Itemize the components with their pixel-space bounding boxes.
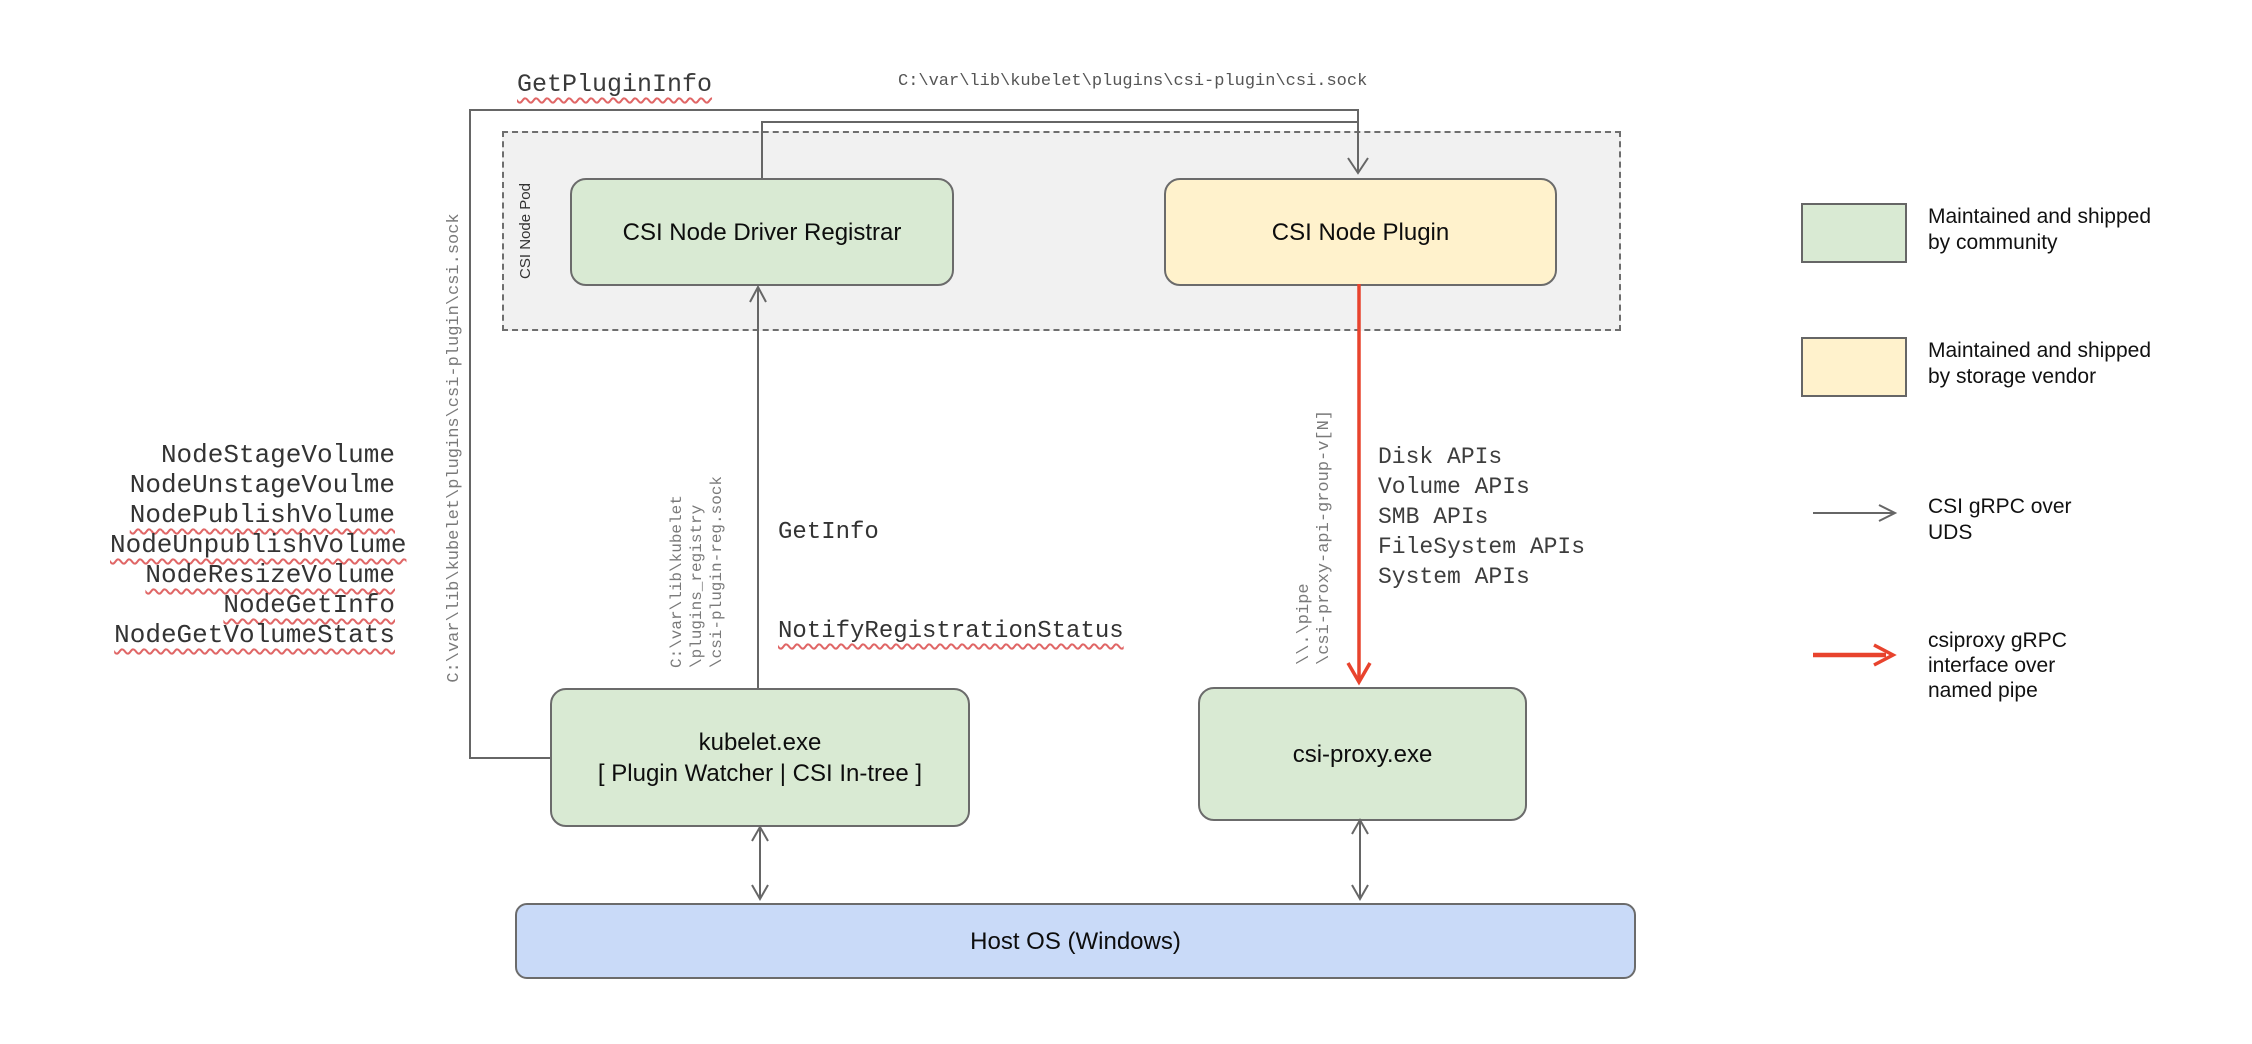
kubelet-hostos-arrow (751, 824, 769, 902)
node-call-item: NodeUnpublishVolume (110, 530, 407, 560)
legend-pipe-line1: csiproxy gRPC (1928, 629, 2067, 652)
named-pipe-arrow (1346, 284, 1372, 686)
legend-uds-line1: CSI gRPC over (1928, 495, 2072, 518)
legend-vendor-line2: by storage vendor (1928, 365, 2097, 388)
legend-pipe-label: csiproxy gRPC interface over named pipe (1928, 628, 2067, 703)
api-group-item: Disk APIs (1378, 444, 1503, 470)
legend-uds-line2: UDS (1928, 521, 1973, 544)
api-group-item: SMB APIs (1378, 504, 1489, 530)
legend-community-line1: Maintained and shipped (1928, 205, 2152, 228)
legend-pipe-line3: named pipe (1928, 679, 2038, 702)
get-plugin-info-label: GetPluginInfo (517, 70, 713, 99)
legend-community-line2: by community (1928, 231, 2058, 254)
legend-community-swatch (1801, 203, 1907, 263)
node-calls-list: NodeStageVolume NodeUnstageVoulme NodePu… (110, 440, 407, 650)
node-call-item: NodeGetVolumeStats (114, 620, 395, 650)
legend-pipe-arrow-icon (1813, 643, 1897, 667)
named-pipe-vertical-label: \\.\pipe \csi-proxy-api-group-v[N] (1295, 409, 1334, 665)
csi-sock-path-label: C:\var\lib\kubelet\plugins\csi-plugin\cs… (898, 72, 1368, 91)
getinfo-label: GetInfo (778, 519, 879, 546)
getinfo-arrow (749, 284, 767, 688)
api-group-item: System APIs (1378, 564, 1530, 590)
legend-pipe-line2: interface over (1928, 654, 2056, 677)
kubelet-label-line2: [ Plugin Watcher | CSI In-tree ] (597, 759, 923, 787)
registry-sock-vertical-label: C:\var\lib\kubelet \plugins_registry \cs… (668, 475, 726, 668)
csiproxy-hostos-arrow (1351, 817, 1369, 902)
plugin-label: CSI Node Plugin (1271, 218, 1450, 246)
node-call-item: NodeUnstageVoulme (129, 470, 395, 500)
legend-uds-arrow-icon (1813, 504, 1898, 522)
legend-vendor-line1: Maintained and shipped (1928, 339, 2152, 362)
node-call-item: NodeGetInfo (223, 590, 395, 620)
csi-node-plugin-node: CSI Node Plugin (1164, 178, 1557, 286)
node-call-item: NodeStageVolume (160, 440, 395, 470)
csi-sock-path-vertical-label: C:\var\lib\kubelet\plugins\csi-plugin\cs… (445, 213, 464, 683)
api-group-item: Volume APIs (1378, 474, 1530, 500)
legend-uds-label: CSI gRPC over UDS (1928, 494, 2072, 546)
csi-proxy-node: csi-proxy.exe (1198, 687, 1527, 821)
csi-node-driver-registrar-node: CSI Node Driver Registrar (570, 178, 954, 286)
host-os-label: Host OS (Windows) (970, 927, 1181, 955)
node-call-item: NodeResizeVolume (145, 560, 395, 590)
host-os-node: Host OS (Windows) (515, 903, 1636, 979)
legend-community-label: Maintained and shipped by community (1928, 204, 2151, 256)
legend-vendor-swatch (1801, 337, 1907, 397)
api-group-item: FileSystem APIs (1378, 534, 1586, 560)
kubelet-label-line1: kubelet.exe (698, 728, 822, 756)
legend-vendor-label: Maintained and shipped by storage vendor (1928, 338, 2151, 390)
csi-node-pod-label: CSI Node Pod (517, 183, 534, 279)
csi-proxy-label: csi-proxy.exe (1292, 740, 1433, 768)
kubelet-node: kubelet.exe [ Plugin Watcher | CSI In-tr… (550, 688, 970, 827)
node-call-item: NodePublishVolume (129, 500, 395, 530)
registrar-label: CSI Node Driver Registrar (622, 218, 902, 246)
notify-registration-status-label: NotifyRegistrationStatus (778, 618, 1124, 645)
api-groups-list: Disk APIs Volume APIs SMB APIs FileSyste… (1378, 442, 1585, 592)
registration-calls-label: GetInfo NotifyRegistrationStatus (778, 450, 1124, 681)
